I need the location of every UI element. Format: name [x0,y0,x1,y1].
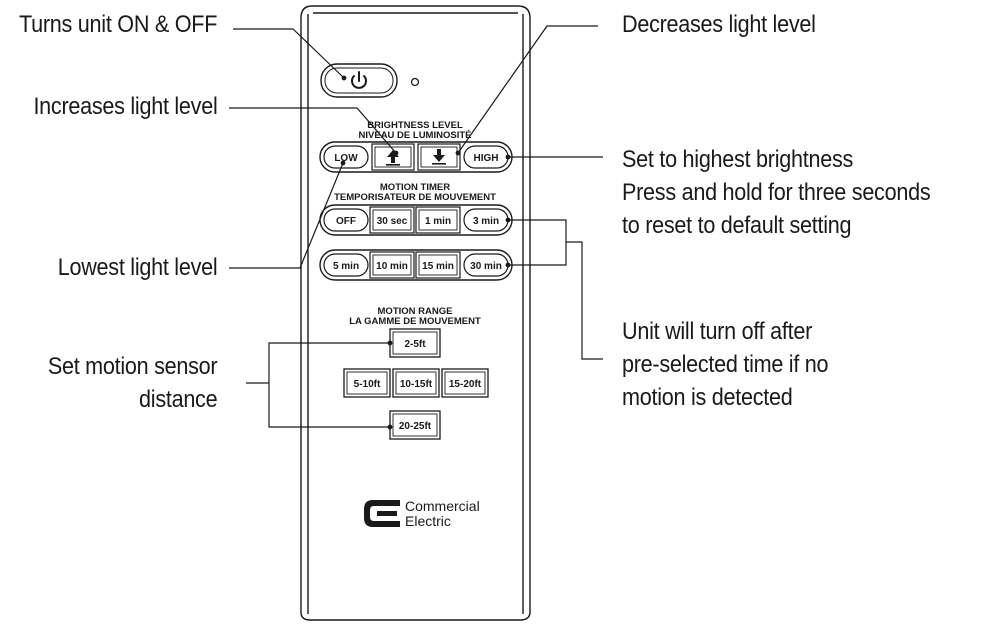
brightness-caption-fr: NIVEAU DE LUMINOSITÉ [359,130,472,141]
leader-increase [229,107,397,154]
callout-increase: Increases light level [32,93,217,120]
dot-lowest [340,160,346,166]
brightness-caption-en: BRIGHTNESS LEVEL [367,120,463,131]
arrow-down-icon [432,149,446,165]
svg-text:3 min: 3 min [473,216,499,227]
range-caption-fr: LA GAMME DE MOUVEMENT [349,316,481,327]
timer-15min-button[interactable]: 15 min [415,251,461,279]
svg-text:30 min: 30 min [470,261,502,272]
indicator-led [410,77,420,87]
timer-caption-en: MOTION TIMER [380,182,450,193]
leader-lines [229,25,603,428]
arrow-up-icon [386,150,400,166]
brand-line2: Electric [405,513,451,529]
range-10-15ft-button[interactable]: 10-15ft [392,368,440,398]
range-15-20ft-button[interactable]: 15-20ft [441,368,489,398]
svg-text:1 min: 1 min [425,216,451,227]
callout-timer: Unit will turn off after pre-selected ti… [622,318,829,411]
timer-row1-frame [319,204,513,236]
leader-power [233,28,345,79]
svg-text:15-20ft: 15-20ft [449,379,482,390]
leader-decrease [457,25,598,154]
svg-text:5 min: 5 min [333,261,359,272]
callout-range: Set motion sensor distance [47,353,217,413]
brightness-up-button[interactable] [371,143,415,171]
svg-text:OFF: OFF [336,216,356,227]
timer-30min-button[interactable]: 30 min [463,253,509,277]
timer-30sec-button[interactable]: 30 sec [369,206,415,234]
callout-decrease: Decreases light level [622,11,816,38]
callout-lowest: Lowest light level [57,254,217,281]
svg-text:20-25ft: 20-25ft [399,421,432,432]
range-20-25ft-button[interactable]: 20-25ft [389,410,441,440]
timer-1min-button[interactable]: 1 min [415,206,461,234]
remote-body [300,5,531,621]
brightness-row-frame [319,141,513,173]
timer-5min-button[interactable]: 5 min [323,253,369,277]
leader-timer-bracket [508,219,567,266]
brand-line1: Commercial [405,498,480,514]
range-caption-en: MOTION RANGE [378,306,453,317]
power-icon [351,71,367,89]
timer-10min-button[interactable]: 10 min [369,251,415,279]
leader-lowest [229,162,344,269]
callout-highest: Set to highest brightness Press and hold… [622,146,931,239]
brightness-down-button[interactable] [417,143,461,171]
dot-power [341,75,347,81]
range-2-5ft-button[interactable]: 2-5ft [389,328,441,358]
leader-range-bracket [268,342,390,428]
brightness-high-button[interactable]: HIGH [463,145,509,169]
timer-3min-button[interactable]: 3 min [463,208,509,232]
svg-text:HIGH: HIGH [474,153,499,164]
timer-caption-fr: TEMPORISATEUR DE MOUVEMENT [334,192,496,203]
power-button[interactable] [320,63,398,98]
svg-text:2-5ft: 2-5ft [404,339,426,350]
timer-row2-frame [319,249,513,281]
svg-text:5-10ft: 5-10ft [354,379,381,390]
timer-off-button[interactable]: OFF [323,208,369,232]
svg-text:10-15ft: 10-15ft [400,379,433,390]
commercial-electric-logo: Commercial Electric [364,498,480,529]
brightness-low-button[interactable]: LOW [323,145,369,169]
svg-text:30 sec: 30 sec [377,216,408,227]
svg-text:15 min: 15 min [422,261,454,272]
leader-timer [566,241,603,360]
leader-dots [340,75,511,430]
svg-text:10 min: 10 min [376,261,408,272]
range-5-10ft-button[interactable]: 5-10ft [343,368,391,398]
callout-power: Turns unit ON & OFF [18,11,217,38]
svg-text:LOW: LOW [334,153,358,164]
